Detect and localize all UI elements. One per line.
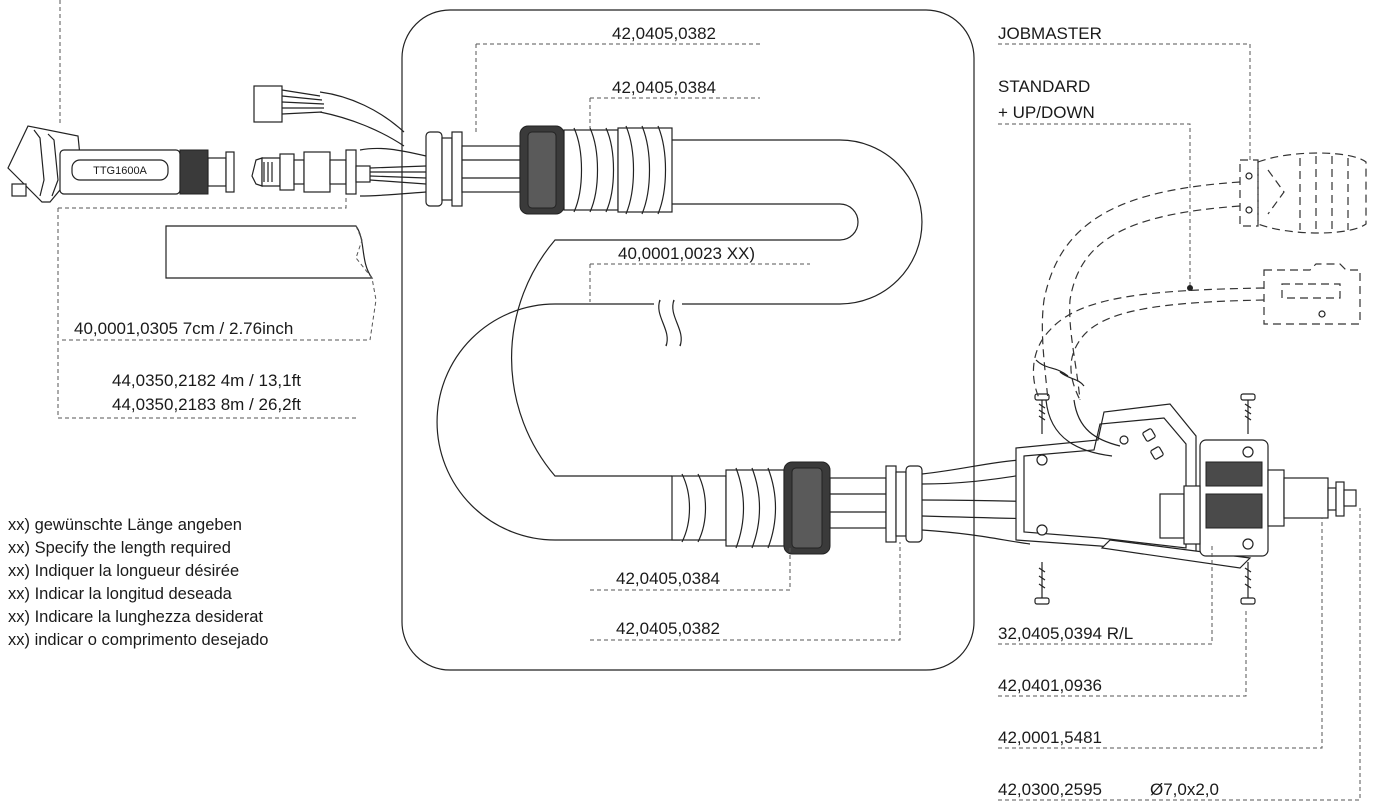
label-42-0405-0382-bottom: 42,0405,0382 — [616, 619, 720, 638]
hose-fitting-top — [425, 125, 673, 215]
label-jobmaster: JOBMASTER — [998, 24, 1102, 43]
torch-wires — [359, 147, 427, 197]
label-42-0405-0384-top: 42,0405,0384 — [612, 78, 716, 97]
label-42-0300-2595: 42,0300,2595 — [998, 780, 1102, 799]
handle-cable-curve — [1045, 399, 1121, 457]
label-42-0001-5481: 42,0001,5481 — [998, 728, 1102, 747]
leader-lines — [57, 0, 1361, 801]
note-line: xx) Indiquer la longueur désirée — [8, 562, 239, 580]
torch-body: TTG1600A — [7, 125, 235, 203]
torch-model-label: TTG1600A — [93, 165, 147, 177]
label-32-0405-0394: 32,0405,0394 R/L — [998, 624, 1133, 643]
optional-jobmaster-parts — [1032, 152, 1367, 401]
length-notes: xx) gewünschte Länge angeben xx) Specify… — [8, 516, 268, 649]
cable-break — [1035, 359, 1085, 387]
note-line: xx) gewünschte Länge angeben — [8, 516, 242, 534]
label-40-0001-0023: 40,0001,0023 XX) — [618, 244, 755, 263]
label-standard: STANDARD — [998, 77, 1090, 96]
label-40-0001-0305: 40,0001,0305 7cm / 2.76inch — [74, 319, 293, 338]
label-up-down: + UP/DOWN — [998, 103, 1095, 122]
note-line: xx) indicar o comprimento desejado — [8, 631, 268, 649]
center-frame — [401, 9, 975, 671]
cut-cable-segment — [165, 225, 374, 279]
label-44-0350-2182: 44,0350,2182 4m / 13,1ft — [112, 371, 301, 390]
label-42-0401-0936: 42,0401,0936 — [998, 676, 1102, 695]
label-42-0405-0384-bottom: 42,0405,0384 — [616, 569, 720, 588]
label-42-0405-0382-top: 42,0405,0382 — [612, 24, 716, 43]
handle-assembly — [1015, 403, 1357, 569]
label-44-0350-2183: 44,0350,2183 8m / 26,2ft — [112, 395, 301, 414]
torch-cable-connector — [251, 149, 371, 195]
label-diameter: Ø7,0x2,0 — [1150, 780, 1219, 799]
torch-model-plate — [71, 159, 169, 181]
hose-fitting-bottom — [671, 461, 923, 555]
note-line: xx) Indicare la lunghezza desiderat — [8, 608, 263, 626]
note-line: xx) Indicar la longitud deseada — [8, 585, 233, 603]
hose-serpentine — [436, 139, 923, 541]
note-line: xx) Specify the length required — [8, 539, 231, 557]
control-plug — [253, 85, 405, 147]
